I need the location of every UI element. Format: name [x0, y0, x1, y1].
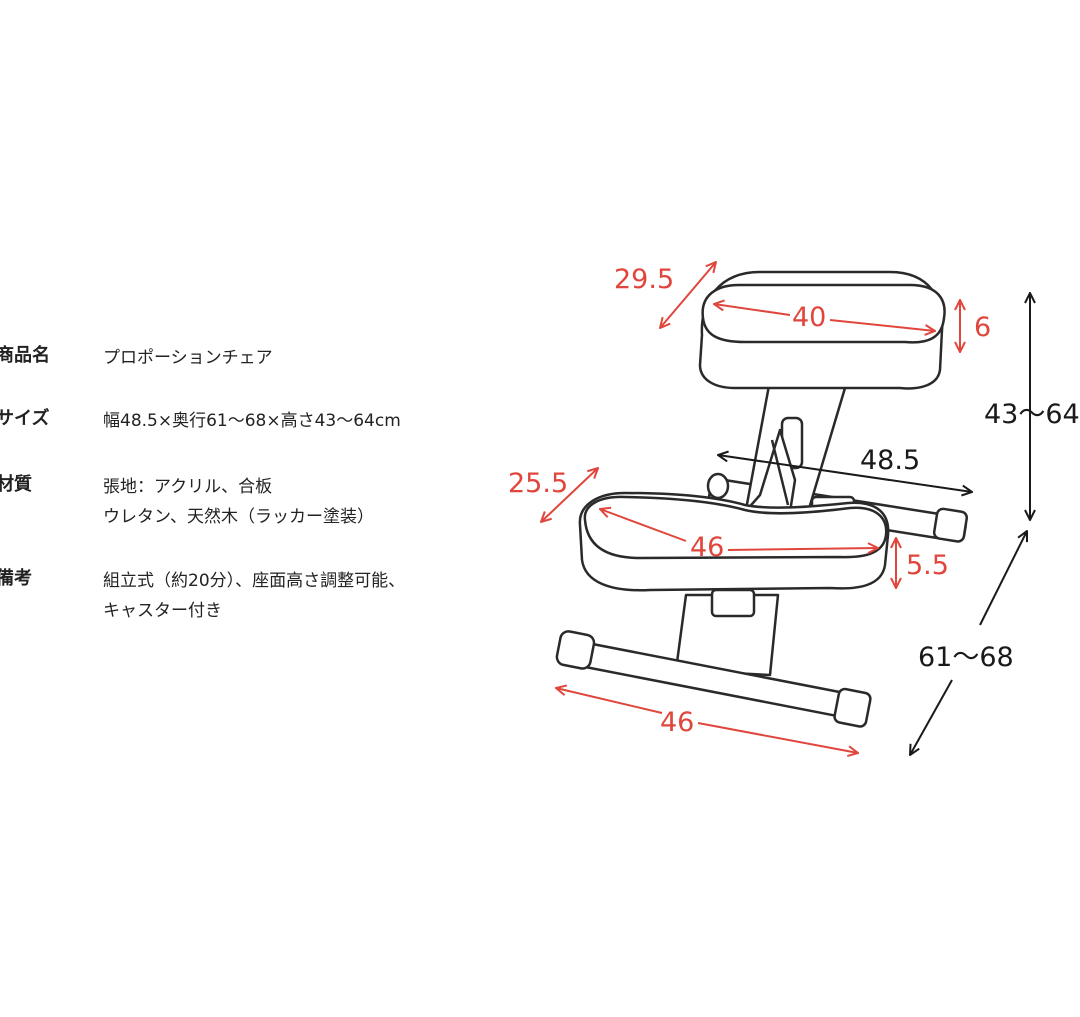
dim-line-foot-width-left [556, 688, 663, 714]
seat-pad [578, 491, 890, 592]
spec-value-line: プロポーションチェア [103, 348, 273, 368]
dim-label-base-width: 48.5 [860, 445, 920, 476]
spec-label: 材質 [0, 474, 32, 495]
dim-label-upper-thickness: 6 [974, 312, 991, 343]
spec-value-line: キャスター付き [103, 601, 222, 621]
dim-line-upper-width-right [829, 319, 935, 331]
dim-label-seat-thickness: 5.5 [906, 550, 949, 581]
dim-label-upper-width: 40 [792, 302, 826, 333]
dimension-lines [541, 262, 1030, 755]
spec-label: サイズ [0, 408, 50, 429]
dim-line-upper-depth [660, 262, 716, 328]
dim-label-upper-depth: 29.5 [614, 264, 674, 295]
spec-label: 商品名 [0, 345, 50, 366]
dim-label-seat-depth: 25.5 [508, 468, 568, 499]
spec-value: 幅48.5×奥行61～68×高さ43～64cm [103, 406, 401, 436]
dim-label-total-depth: 61～68 [918, 642, 1014, 673]
dim-line-seat-width-left [600, 509, 687, 542]
spec-value: 張地：アクリル、合板 ウレタン、天然木（ラッカー塗装） [103, 472, 374, 532]
dim-label-seat-width: 46 [690, 532, 724, 563]
dim-line-total-depth-lower [910, 679, 953, 755]
spec-value-line: 組立式（約20分）、座面高さ調整可能、 [103, 571, 406, 591]
chair-drawing [555, 270, 969, 728]
dim-line-seat-width-right [727, 548, 878, 550]
spec-value-line: 幅48.5×奥行61～68×高さ43～64cm [103, 411, 401, 431]
dim-label-total-height: 43～64 [984, 399, 1080, 430]
front-foot-bar [555, 630, 872, 728]
knee-pad [698, 270, 946, 390]
spec-value: 組立式（約20分）、座面高さ調整可能、 キャスター付き [103, 566, 405, 626]
spec-label: 備考 [0, 568, 32, 589]
spec-value-line: ウレタン、天然木（ラッカー塗装） [103, 507, 374, 527]
dim-label-foot-width: 46 [660, 707, 694, 738]
dim-line-foot-width-right [697, 722, 858, 753]
dim-line-seat-depth [541, 468, 598, 522]
dim-line-base-width [718, 455, 972, 492]
spec-value: プロポーションチェア [103, 343, 273, 373]
spec-value-line: 張地：アクリル、合板 [103, 477, 273, 497]
dimension-labels: 29.5 40 6 43～64 48.5 25.5 46 5.5 46 61～6… [508, 264, 1080, 738]
dim-line-total-depth-upper [979, 531, 1027, 626]
dim-line-upper-width-left [714, 304, 791, 316]
spec-table: 商品名 プロポーションチェア サイズ 幅48.5×奥行61～68×高さ43～64… [0, 0, 520, 1017]
